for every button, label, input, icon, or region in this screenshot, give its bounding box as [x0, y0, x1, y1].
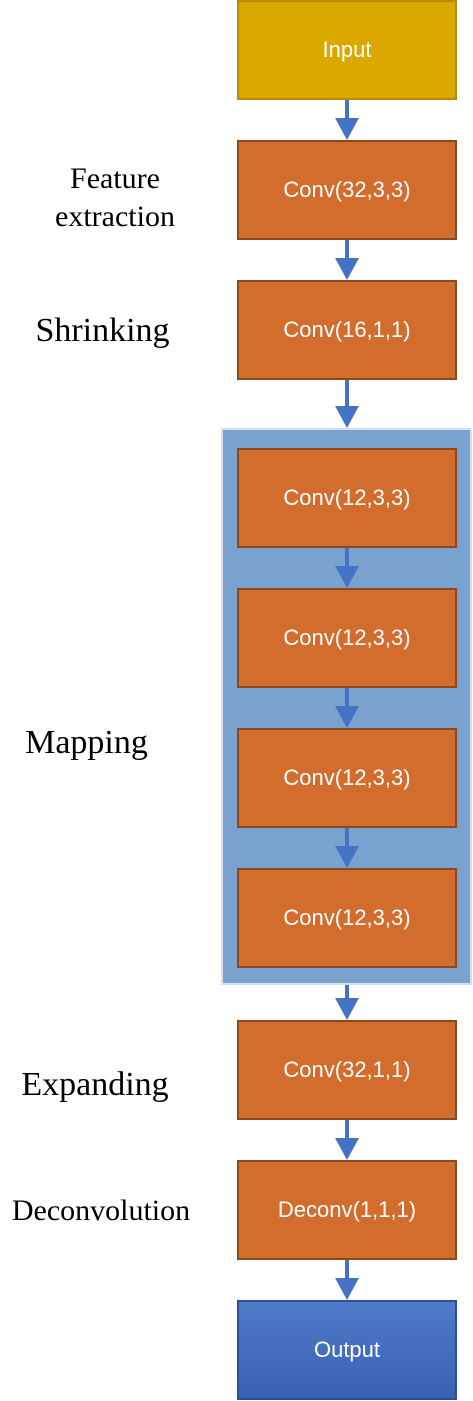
conv-expanding-node: Conv(32,1,1)	[237, 1020, 457, 1120]
conv-feature-extraction-label: Conv(32,3,3)	[283, 177, 411, 202]
conv-feature-extraction-node: Conv(32,3,3)	[237, 140, 457, 240]
conv-mapping-label-1: Conv(12,3,3)	[283, 485, 411, 510]
input-node: Input	[237, 0, 457, 100]
deconv-node: Deconv(1,1,1)	[237, 1160, 457, 1260]
feature-extraction-label: Feature extraction	[20, 160, 210, 235]
output-node-label: Output	[313, 1337, 381, 1362]
shrinking-label: Shrinking	[35, 312, 170, 349]
arrow-mapping-to-expand	[335, 985, 359, 1020]
conv-mapping-label-2: Conv(12,3,3)	[283, 625, 411, 650]
conv-mapping-node-2: Conv(12,3,3)	[237, 588, 457, 688]
arrow-input-to-conv1	[335, 100, 359, 140]
conv-shrinking-node: Conv(16,1,1)	[237, 280, 457, 380]
input-node-label: Input	[322, 37, 372, 62]
conv-mapping-node-1: Conv(12,3,3)	[237, 448, 457, 548]
deconv-node-label: Deconv(1,1,1)	[277, 1197, 417, 1222]
mapping-label: Mapping	[25, 724, 148, 761]
feature-extraction-line1: Feature	[70, 162, 160, 195]
conv-mapping-label-4: Conv(12,3,3)	[283, 905, 411, 930]
conv-expanding-label: Conv(32,1,1)	[283, 1057, 411, 1082]
arrow-expand-to-deconv	[335, 1120, 359, 1160]
arrow-deconv-to-output	[335, 1260, 359, 1300]
feature-extraction-line2: extraction	[55, 199, 175, 233]
arrow-map3-to-map4	[335, 828, 359, 868]
deconvolution-label: Deconvolution	[11, 1194, 191, 1227]
conv-mapping-label-3: Conv(12,3,3)	[283, 765, 411, 790]
output-node: Output	[237, 1300, 457, 1400]
expanding-label: Expanding	[21, 1066, 169, 1103]
arrow-conv1-to-conv2	[335, 240, 359, 280]
arrow-map1-to-map2	[335, 548, 359, 588]
conv-mapping-node-3: Conv(12,3,3)	[237, 728, 457, 828]
arrow-conv2-to-mapping	[335, 380, 359, 428]
conv-shrinking-label: Conv(16,1,1)	[283, 317, 411, 342]
conv-mapping-node-4: Conv(12,3,3)	[237, 868, 457, 968]
arrow-map2-to-map3	[335, 688, 359, 728]
